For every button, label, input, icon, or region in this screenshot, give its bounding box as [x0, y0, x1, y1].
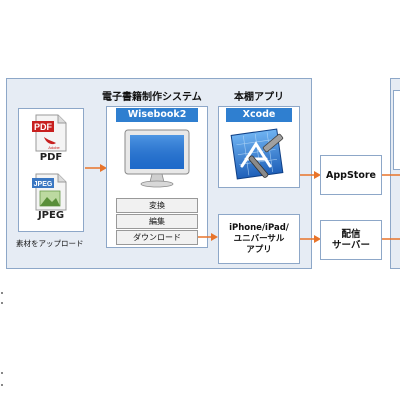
appstore-box: AppStore [320, 155, 382, 195]
jpeg-label: JPEG [37, 210, 65, 221]
shelf-app-title: 本棚アプリ [234, 92, 284, 103]
arrow-server-right [382, 238, 400, 240]
arrow-download-to-app [198, 233, 218, 241]
edge-mark [1, 302, 3, 304]
pdf-label: PDF [39, 152, 63, 163]
xcode-icon [230, 128, 284, 180]
universal-app-line-1: iPhone/iPad/ [229, 222, 289, 233]
wisebook-header: Wisebook2 [116, 108, 198, 122]
edge-mark [1, 372, 3, 374]
edge-mark [1, 384, 3, 386]
monitor-icon [124, 129, 190, 188]
universal-app-box: iPhone/iPad/ ユニバーサル アプリ [218, 214, 300, 264]
jpeg-file-icon: JPEG [32, 173, 67, 211]
arrow-xcode-to-appstore [300, 171, 321, 179]
distribution-server-box: 配信 サーバー [320, 220, 382, 260]
universal-app-line-3: アプリ [246, 244, 272, 255]
arrow-app-to-server [300, 235, 321, 243]
right-panel [390, 78, 400, 269]
right-panel-inner [393, 90, 400, 170]
xcode-header: Xcode [226, 108, 292, 122]
system-title: 電子書籍制作システム [102, 92, 202, 103]
edge-mark [1, 292, 3, 294]
upload-caption: 素材をアップロード [16, 239, 84, 248]
arrow-appstore-right [382, 174, 400, 176]
arrow-files-to-system [85, 164, 107, 172]
pdf-file-icon: PDF Adobe [32, 114, 67, 152]
step-download: ダウンロード [116, 230, 198, 245]
adobe-text: Adobe [48, 145, 60, 150]
step-convert: 変換 [116, 198, 198, 213]
jpeg-icon-text: JPEG [34, 181, 53, 188]
server-line-1: 配信 [341, 229, 361, 240]
pdf-icon-text: PDF [34, 122, 53, 132]
appstore-label: AppStore [326, 169, 376, 181]
server-line-2: サーバー [332, 240, 370, 251]
step-edit: 編集 [116, 214, 198, 229]
universal-app-line-2: ユニバーサル [233, 233, 285, 244]
